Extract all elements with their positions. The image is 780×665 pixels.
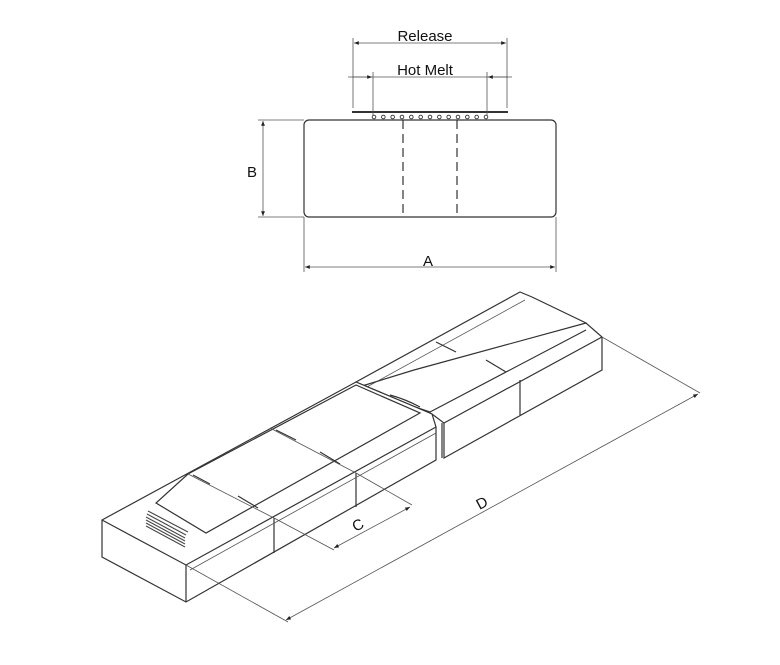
hot-melt-label: Hot Melt	[397, 62, 454, 79]
hot-melt-dot	[427, 114, 433, 120]
dimension-c-label: C	[349, 515, 367, 535]
dimension-a-label: A	[423, 253, 433, 270]
hot-melt-dot	[409, 114, 414, 120]
dimension-c	[333, 506, 411, 549]
dimension-b-label: B	[247, 164, 257, 181]
hot-melt-dot	[455, 114, 461, 120]
hot-melt-dots	[371, 114, 489, 120]
hot-melt-dot	[381, 114, 386, 120]
hot-melt-dot	[474, 114, 479, 120]
dimension-d-label: D	[473, 493, 491, 513]
hot-melt-dot	[399, 114, 405, 120]
hot-melt-dot	[465, 114, 470, 120]
hot-melt-dot	[371, 114, 377, 120]
hot-melt-dot	[390, 114, 395, 120]
hot-melt-dot	[446, 114, 451, 120]
hot-melt-dot	[418, 114, 423, 120]
hot-melt-dot	[437, 114, 442, 120]
iso-view: C D	[101, 291, 701, 623]
dimension-d	[285, 393, 699, 621]
hot-melt-dot	[483, 114, 489, 120]
hot-melt-stripes	[145, 510, 189, 548]
release-label: Release	[397, 28, 452, 45]
label-outline	[303, 119, 557, 218]
top-view: Release Hot Melt B A	[247, 28, 557, 272]
